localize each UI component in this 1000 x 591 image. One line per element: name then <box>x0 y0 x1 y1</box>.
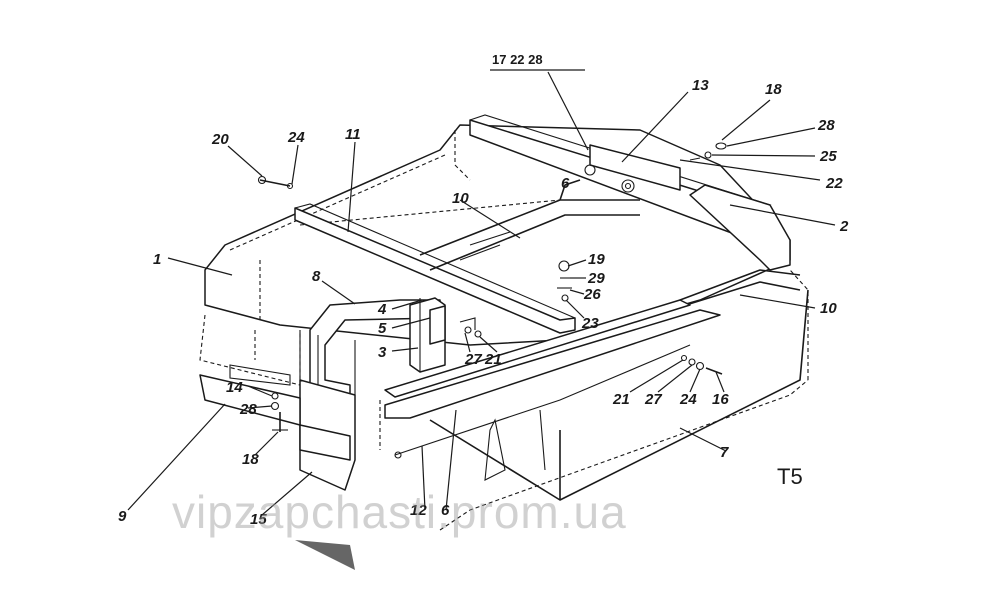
callout-13: 13 <box>692 77 709 94</box>
right-panel <box>689 184 791 271</box>
callout-15: 15 <box>250 511 267 528</box>
callout-5: 5 <box>378 320 387 337</box>
callout-19: 19 <box>588 251 605 268</box>
callout-6: 6 <box>561 175 570 192</box>
leader-lines <box>127 69 836 516</box>
callout-10: 10 <box>820 300 837 317</box>
callout-22: 22 <box>825 175 843 192</box>
callout-24: 24 <box>287 129 305 146</box>
callout-14: 14 <box>226 379 243 396</box>
callout-7: 7 <box>720 444 729 461</box>
callout-2: 2 <box>839 218 849 235</box>
callout-24: 24 <box>679 391 697 408</box>
callout-1: 1 <box>153 251 161 268</box>
callout-26: 26 <box>583 286 601 303</box>
callout-28: 28 <box>817 117 835 134</box>
callout-25: 25 <box>819 148 837 165</box>
direction-arrow-icon <box>295 540 355 570</box>
callout-18: 18 <box>242 451 259 468</box>
callout-8: 8 <box>312 268 321 285</box>
callout-21: 21 <box>484 351 502 368</box>
callout-23: 23 <box>581 315 599 332</box>
inner-rails <box>419 179 801 311</box>
skirt-rails <box>384 299 721 459</box>
callout-3: 3 <box>378 344 387 361</box>
callout-20: 20 <box>211 131 229 148</box>
header-callout-group: 17 22 28 <box>492 52 543 67</box>
callout-12: 12 <box>410 502 427 519</box>
mounting-bar <box>199 364 351 461</box>
end-plate <box>299 330 356 491</box>
center-upright <box>409 297 476 373</box>
callout-21: 21 <box>612 391 630 408</box>
callout-labels: 1 2 3 4 5 6 6 7 8 9 10 10 11 12 13 14 15… <box>118 77 849 528</box>
callout-27: 27 <box>644 391 662 408</box>
sheet-id: T5 <box>777 464 803 489</box>
callout-9: 9 <box>118 508 127 525</box>
callout-11: 11 <box>345 126 361 143</box>
callout-27: 27 <box>464 351 482 368</box>
callout-18: 18 <box>765 81 782 98</box>
cross-beam <box>294 203 576 334</box>
watermark: vipzapchasti.prom.ua <box>172 486 627 538</box>
callout-6: 6 <box>441 502 450 519</box>
callout-4: 4 <box>377 301 387 318</box>
callout-29: 29 <box>587 270 605 287</box>
callout-10: 10 <box>452 190 469 207</box>
callout-16: 16 <box>712 391 729 408</box>
callout-28: 28 <box>239 401 257 418</box>
